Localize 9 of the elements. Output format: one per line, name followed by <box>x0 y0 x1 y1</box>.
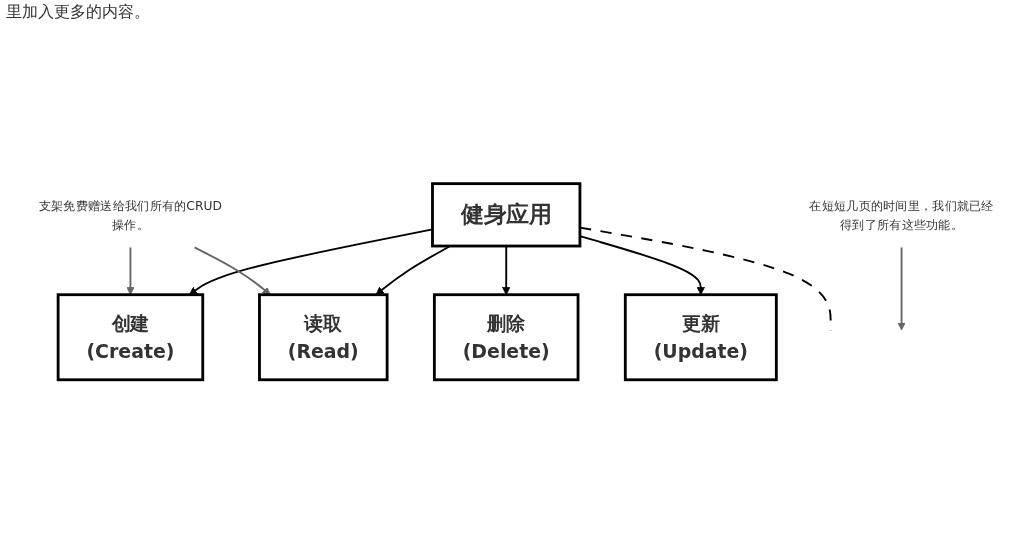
node-box: 创建 (Create) <box>56 293 205 382</box>
arrow <box>897 246 906 331</box>
node-box: 更新 (Update) <box>623 293 778 382</box>
note-text: 里加入更多的内容。 <box>6 2 150 23</box>
node-box: 删除 (Delete) <box>432 293 580 382</box>
node-box: 健身应用 <box>431 182 582 248</box>
node-text: 支架免费赠送给我们所有的CRUD操作。 <box>38 198 222 231</box>
node-text: 在短短几页的时间里，我们就已经得到了所有这些功能。 <box>809 198 994 231</box>
node-box: 读取 (Read) <box>258 293 389 382</box>
